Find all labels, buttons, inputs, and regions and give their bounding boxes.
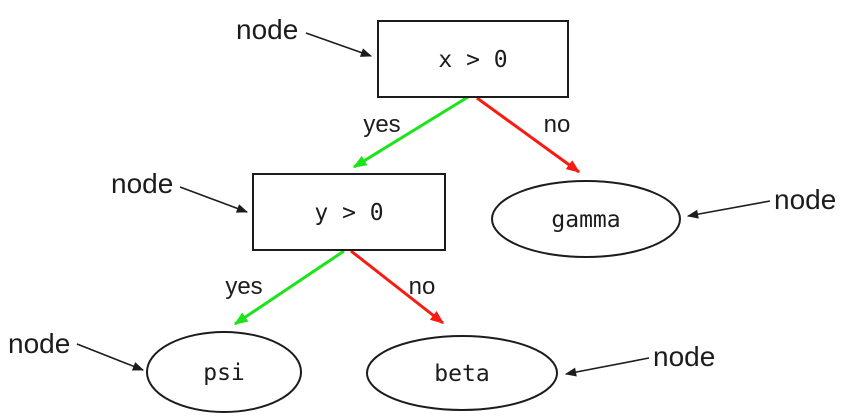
node-box-x-gt-0: [377, 20, 569, 98]
annotation-arrow-psi: [76, 343, 145, 371]
annotation-label-y: node: [111, 168, 173, 199]
edge-label-no-2: no: [409, 273, 436, 300]
edge-yes-y-to-psi: [233, 249, 345, 326]
node-label-x-gt-0: x > 0: [438, 47, 507, 73]
node-label-beta: beta: [434, 361, 489, 387]
edge-label-yes-1: yes: [363, 111, 400, 138]
node-box-y-gt-0: [252, 173, 446, 251]
node-ellipse-beta: [366, 335, 558, 411]
annotation-label-root: node: [236, 14, 298, 45]
node-ellipse-gamma: [491, 180, 681, 258]
edge-yes-root-to-y: [352, 95, 469, 169]
edge-no-root-to-gamma: [476, 96, 581, 174]
edge-label-no-1: no: [544, 111, 571, 138]
annotation-label-psi: node: [8, 328, 70, 359]
annotation-arrow-y: [179, 186, 249, 213]
annotation-label-gamma: node: [774, 184, 836, 215]
edge-label-yes-2: yes: [225, 273, 262, 300]
annotation-label-beta: node: [653, 341, 715, 372]
annotation-arrow-root: [305, 32, 373, 57]
node-label-y-gt-0: y > 0: [314, 200, 383, 226]
annotation-arrow-gamma: [686, 200, 771, 219]
annotation-arrow-beta: [564, 357, 650, 377]
node-label-gamma: gamma: [551, 207, 620, 233]
node-label-psi: psi: [203, 360, 245, 386]
edge-no-y-to-beta: [350, 249, 445, 325]
node-ellipse-psi: [146, 331, 302, 413]
